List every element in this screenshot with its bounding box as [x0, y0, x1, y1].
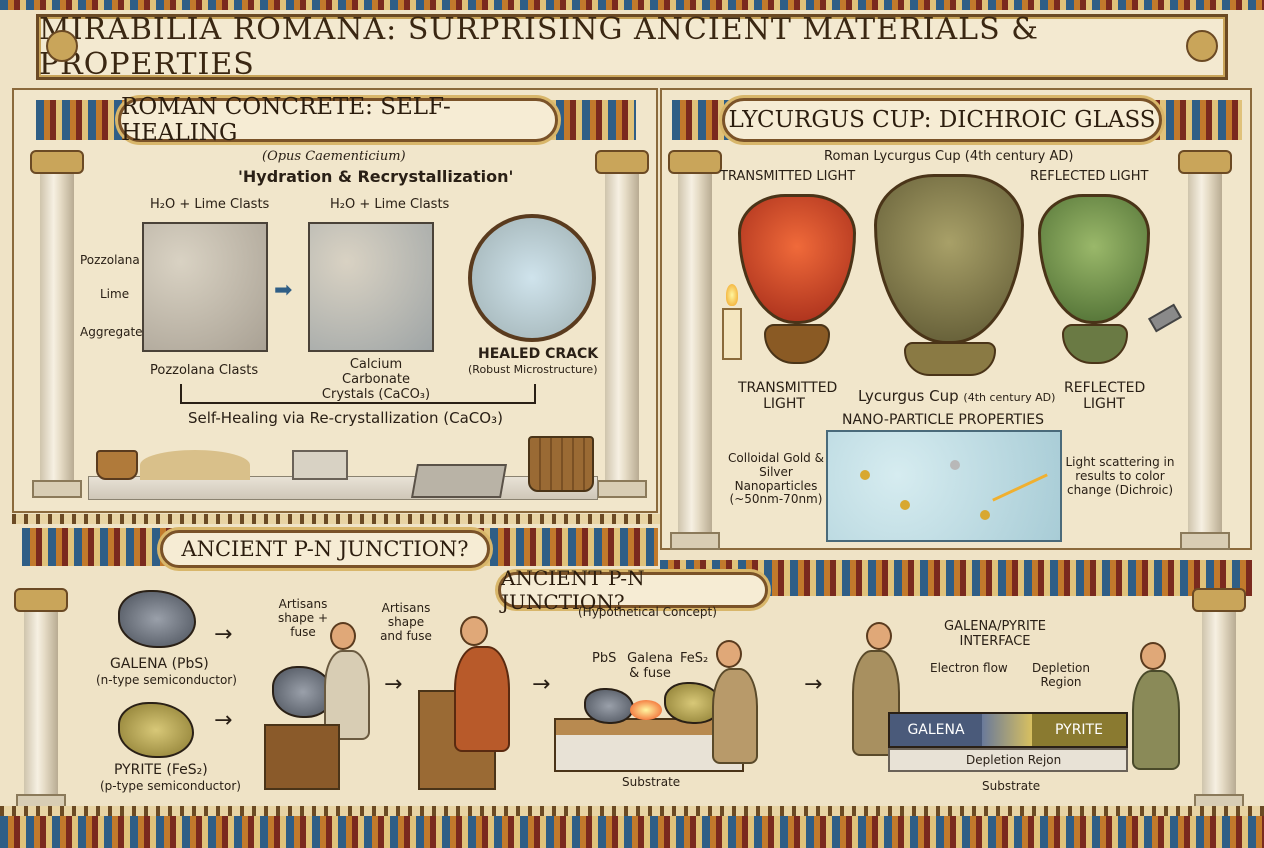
marble-shelf [88, 476, 598, 500]
pozzolana-label: Pozzolana [80, 253, 140, 267]
scatter-label: Light scattering in results to color cha… [1065, 455, 1175, 497]
pn-heading-center: ANCIENT P-N JUNCTION? [498, 566, 768, 614]
pyrite-bar-segment: PYRITE [1032, 714, 1126, 746]
fes2-label: FeS₂ [680, 651, 709, 666]
smith-head [460, 616, 488, 646]
top-frieze [0, 0, 1264, 10]
column-left-2 [595, 150, 649, 498]
hypo-label: (Hypothetical Concept) [578, 605, 717, 619]
candle-flame-icon [726, 284, 738, 306]
calcium-label: Calcium Carbonate Crystals (CaCO₃) [321, 357, 431, 402]
worker-figure [712, 668, 758, 764]
self-heal-label: Self-Healing via Re-crystallization (CaC… [188, 409, 503, 427]
pyrite-rock [118, 702, 194, 758]
depletion-label: Depletion Region [1032, 661, 1090, 689]
cup-date: (4th century AD) [963, 391, 1056, 404]
concrete-subtitle: (Opus Caementicium) [262, 149, 406, 164]
electron-flow-label: Electron flow [930, 661, 1008, 675]
transmitted-top-label: TRANSMITTED LIGHT [720, 169, 856, 184]
depletion-rejon-label: Depletion Rejon [966, 753, 1062, 767]
pyrite-type-label: (p-type semiconductor) [100, 779, 241, 793]
column-left-1 [30, 150, 84, 498]
reflected-label: REFLECTED LIGHT [1064, 380, 1146, 413]
concrete-process: 'Hydration & Recrystallization' [238, 167, 514, 186]
junction-substrate [888, 748, 1128, 772]
worker-head [716, 640, 742, 668]
galena-fuse-label: Galena & fuse [627, 651, 673, 681]
arrow-right-icon: ➡ [274, 278, 293, 303]
page-title: MIRABILIA ROMANA: SURPRISING ANCIENT MAT… [36, 12, 1228, 82]
healed-crack-label: HEALED CRACK [478, 346, 599, 362]
artisans2-label: Artisans shape and fuse [380, 601, 432, 643]
cup-name: Lycurgus Cup [858, 387, 959, 405]
fusion-glow [630, 700, 662, 720]
h2o-left: H₂O + Lime Clasts [150, 197, 270, 212]
concrete-cube-healing [308, 222, 434, 352]
galena-rock [118, 590, 196, 648]
held-galena-rock [272, 666, 334, 718]
temple-icon-right [1186, 30, 1218, 62]
trowel-board [411, 464, 507, 498]
concrete-heading: ROMAN CONCRETE: SELF-HEALING [118, 94, 558, 146]
column-lower-right [1192, 588, 1246, 812]
artisans1-label: Artisans shape + fuse [277, 597, 329, 639]
arrow-right-icon: → [214, 708, 233, 733]
pn-heading-left: ANCIENT P-N JUNCTION? [160, 530, 490, 568]
nanoparticle-dot [860, 470, 870, 480]
transmitted-label: TRANSMITTED LIGHT [738, 380, 838, 413]
nano-label: NANO-PARTICLE PROPERTIES [842, 412, 1044, 428]
arrow-right-icon: → [384, 672, 403, 697]
arrow-right-icon: → [214, 622, 233, 647]
galena-bar-segment: GALENA [890, 714, 982, 746]
assistant-figure [1132, 670, 1180, 770]
stool [264, 724, 340, 790]
lime-bag [292, 450, 348, 480]
sand-pile [140, 450, 250, 480]
interface-label: GALENA/PYRITE INTERFACE [944, 619, 1046, 649]
middle-meander [12, 514, 660, 524]
column-right-1 [668, 150, 722, 550]
temple-icon-left [46, 30, 78, 62]
nanoparticle-dot [950, 460, 960, 470]
arrow-right-icon: → [804, 672, 823, 697]
lime-label: Lime [100, 287, 130, 301]
robust-label: (Robust Microstructure) [468, 363, 598, 376]
water-bucket [528, 436, 594, 492]
substrate2-label: Substrate [982, 779, 1041, 793]
pozzolana-clasts-label: Pozzolana Clasts [150, 363, 259, 378]
colloidal-label: Colloidal Gold & Silver Nanoparticles (~… [728, 451, 824, 507]
nanoparticle-dot [980, 510, 990, 520]
junction-bar: GALENA PYRITE [888, 712, 1128, 748]
substrate1-label: Substrate [622, 775, 681, 789]
depletion-bar-segment [982, 714, 1032, 746]
assistant-head [1140, 642, 1166, 670]
galena-label: GALENA (PbS) [110, 656, 209, 672]
reflected-top-label: REFLECTED LIGHT [1030, 169, 1149, 184]
smith-figure [454, 646, 510, 752]
candle-icon [722, 308, 742, 360]
healed-crack-magnifier [468, 214, 596, 342]
galena-type-label: (n-type semiconductor) [96, 673, 237, 687]
pbs-label: PbS [592, 651, 617, 666]
inspector-head [866, 622, 892, 650]
fusing-galena [584, 688, 634, 724]
aggregate-label: Aggregate [80, 325, 143, 339]
artisan-head [330, 622, 356, 650]
bottom-frieze [0, 816, 1264, 848]
nanoparticle-dot [900, 500, 910, 510]
concrete-cube-cracked [142, 222, 268, 352]
cup-subtitle: Roman Lycurgus Cup (4th century AD) [824, 149, 1074, 164]
cup-heading: LYCURGUS CUP: DICHROIC GLASS [722, 98, 1162, 142]
arrow-right-icon: → [532, 672, 551, 697]
feedback-bracket [180, 384, 536, 404]
tool-pot [96, 450, 138, 480]
bottom-meander [0, 806, 1264, 816]
cup-center-stem [904, 342, 996, 376]
column-right-2 [1178, 150, 1232, 550]
column-lower-left [14, 588, 68, 812]
cup-name-label: Lycurgus Cup (4th century AD) [858, 387, 1056, 405]
h2o-right: H₂O + Lime Clasts [330, 197, 450, 212]
pyrite-label: PYRITE (FeS₂) [114, 762, 208, 778]
